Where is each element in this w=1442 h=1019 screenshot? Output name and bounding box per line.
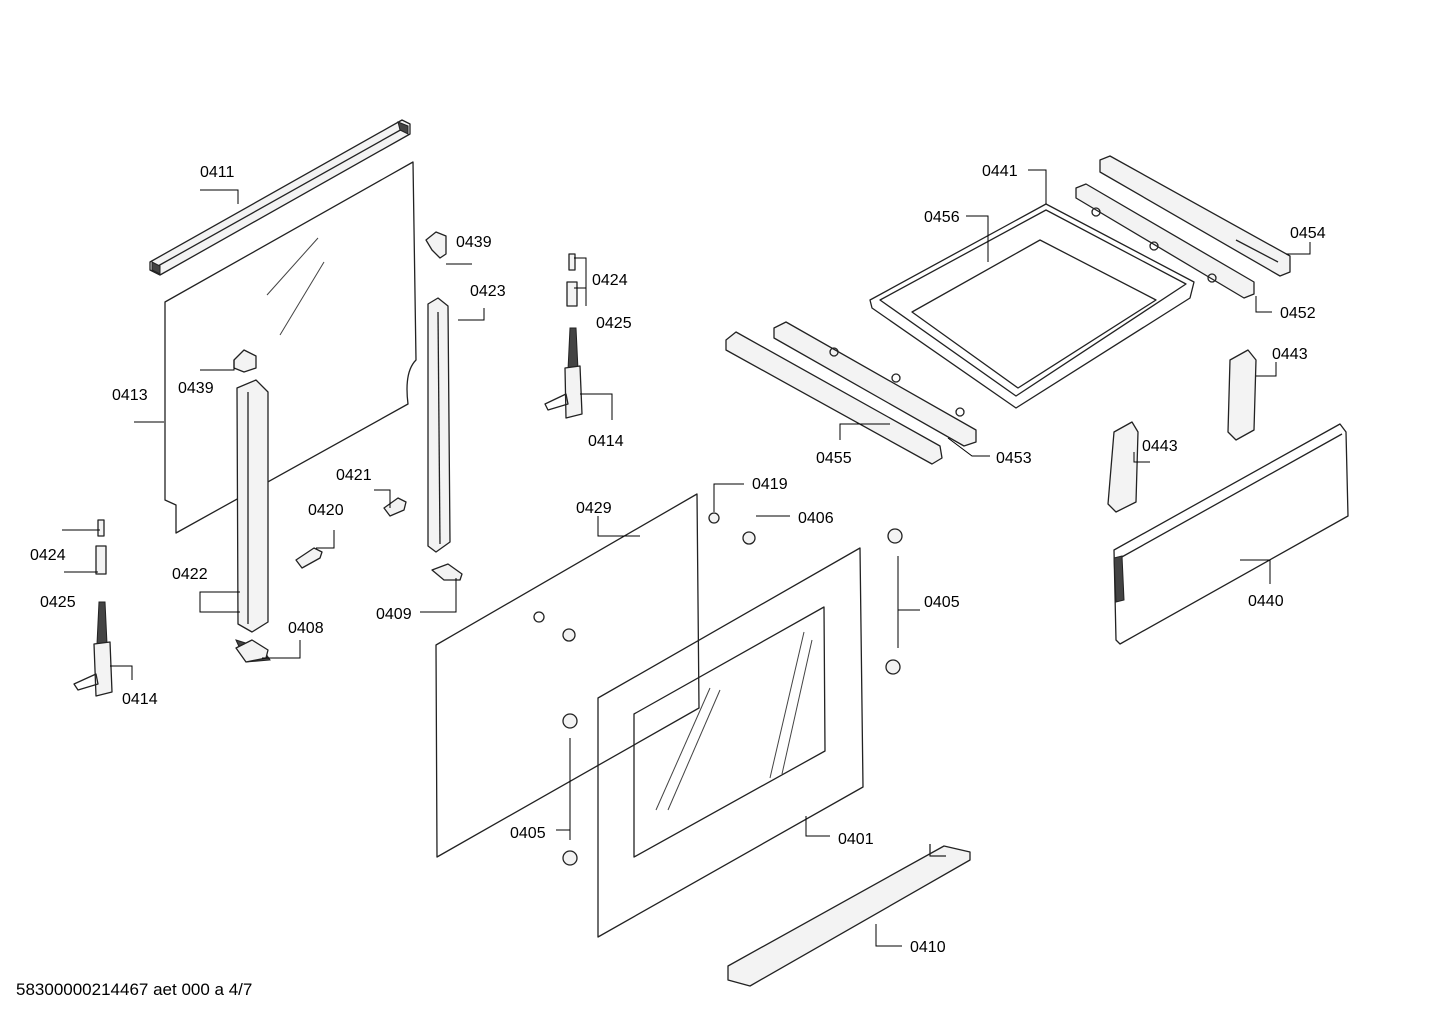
- label-0439-right: 0439: [456, 234, 492, 251]
- label-0421: 0421: [336, 467, 372, 484]
- label-0441: 0441: [982, 163, 1018, 180]
- hinge-pin-assembly-left: [73, 519, 113, 697]
- clip-0421: [383, 497, 407, 517]
- label-0443-upper: 0443: [1272, 346, 1308, 363]
- hinge-pin-assembly-right: [544, 253, 583, 419]
- left-hinge-rail: [235, 379, 271, 663]
- outer-door-panel: [597, 547, 864, 938]
- label-0456: 0456: [924, 209, 960, 226]
- bracket-0408: [235, 639, 269, 663]
- label-0424-right: 0424: [592, 272, 628, 289]
- label-0440: 0440: [1248, 593, 1284, 610]
- label-0425-left: 0425: [40, 594, 76, 611]
- knob-0419: [708, 512, 720, 524]
- drawer-front-panel: [1113, 423, 1349, 645]
- label-0425-right: 0425: [596, 315, 632, 332]
- label-0414-right: 0414: [588, 433, 624, 450]
- telescopic-rail-0454: [1099, 155, 1291, 277]
- part-labels: 0411 0413 0439 0439 0423 0424 0425 0414 …: [30, 163, 1326, 956]
- label-0408: 0408: [288, 620, 324, 637]
- knob-0405-lower: [885, 659, 901, 675]
- label-0409: 0409: [376, 606, 412, 623]
- knob-0405-upper: [887, 528, 903, 544]
- drawer-hinge-upper: [1227, 349, 1257, 441]
- label-0406: 0406: [798, 510, 834, 527]
- drawer-hinge-lower: [1107, 421, 1139, 513]
- label-0453: 0453: [996, 450, 1032, 467]
- label-0452: 0452: [1280, 305, 1316, 322]
- inner-door-glass: [435, 493, 700, 858]
- label-0424-left: 0424: [30, 547, 66, 564]
- label-0420: 0420: [308, 502, 344, 519]
- label-0423: 0423: [470, 283, 506, 300]
- label-0454: 0454: [1290, 225, 1326, 242]
- label-0413: 0413: [112, 387, 148, 404]
- telescopic-rail-0455: [725, 331, 943, 465]
- door-handle: [727, 844, 971, 987]
- bracket-0409: [431, 563, 463, 581]
- rear-glass-panel: [164, 161, 417, 534]
- label-0414-left: 0414: [122, 691, 158, 708]
- label-0410: 0410: [910, 939, 946, 956]
- label-0429: 0429: [576, 500, 612, 517]
- label-0455: 0455: [816, 450, 852, 467]
- knob-0405-left-lower: [562, 850, 578, 866]
- clip-0420: [295, 547, 323, 569]
- telescopic-rail-0452: [1075, 183, 1255, 299]
- label-0401: 0401: [838, 831, 874, 848]
- label-0419: 0419: [752, 476, 788, 493]
- label-0411: 0411: [200, 164, 235, 181]
- knob-0406: [742, 531, 756, 545]
- telescopic-rail-0453: [773, 321, 977, 447]
- label-0439-left: 0439: [178, 380, 214, 397]
- label-0405-left: 0405: [510, 825, 546, 842]
- leader-lines: [62, 169, 1311, 947]
- knob-0405-left-upper: [562, 713, 578, 729]
- clip-right: [425, 231, 447, 259]
- label-0422: 0422: [172, 566, 208, 583]
- clip-left: [233, 349, 257, 373]
- document-reference-footer: 58300000214467 aet 000 a 4/7: [16, 980, 253, 999]
- label-0405-right: 0405: [924, 594, 960, 611]
- label-0443-lower: 0443: [1142, 438, 1178, 455]
- right-hinge-rail: [427, 297, 451, 553]
- top-trim-strip: [149, 119, 411, 276]
